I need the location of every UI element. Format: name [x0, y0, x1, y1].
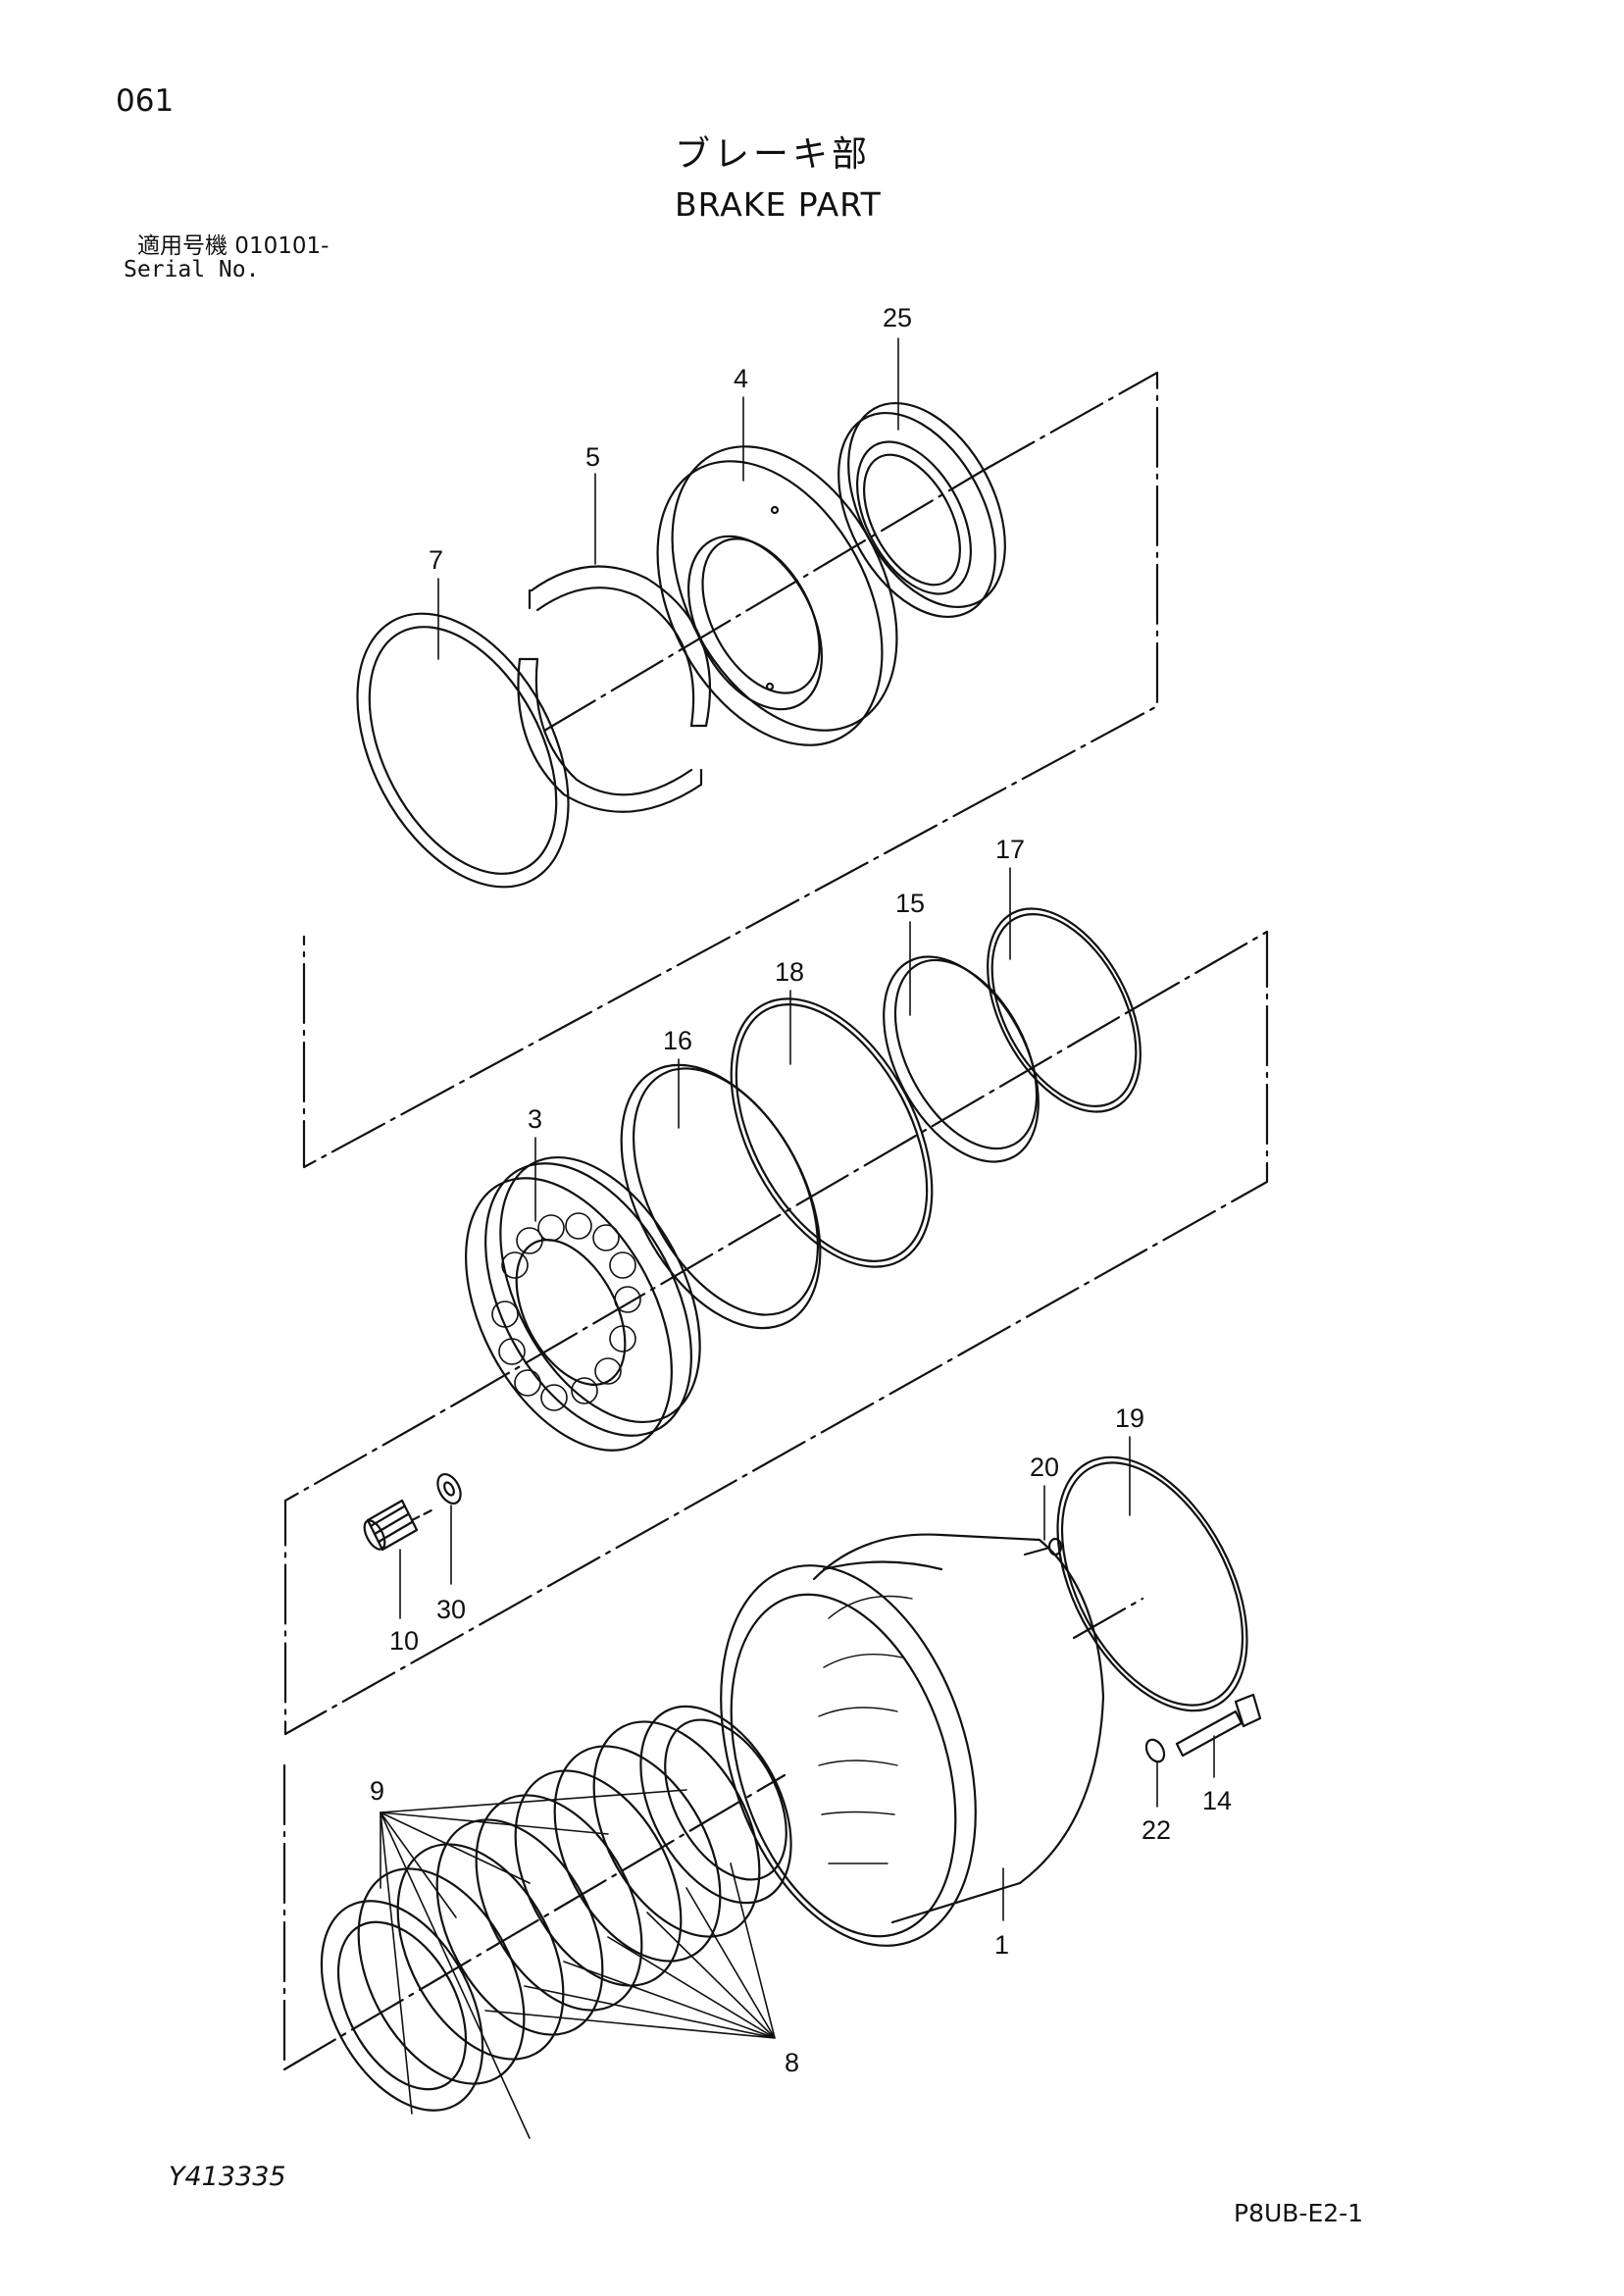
callout-1: 1: [994, 1930, 1009, 1960]
callout-30: 30: [436, 1595, 466, 1624]
part-4-retainer: [656, 445, 898, 746]
piston-spring-holes: [491, 1212, 641, 1411]
part-7-ring: [356, 612, 570, 889]
part-5-split-ring: [517, 565, 712, 813]
callout-25: 25: [883, 303, 912, 332]
part-14-bolt: [1175, 1693, 1262, 1758]
callout-9: 9: [370, 1776, 384, 1806]
part-18-o-ring: [730, 997, 934, 1268]
callout-4: 4: [734, 364, 748, 393]
callout-20: 20: [1030, 1453, 1059, 1482]
page-number: 061: [116, 83, 175, 119]
callout-labels: 25 4 5 7 17 15 18 16 3 10 30 19 20 14 22…: [370, 303, 1232, 2077]
group-frame-top: [302, 371, 1159, 1169]
callout-8: 8: [785, 2048, 799, 2077]
callout-14: 14: [1202, 1786, 1232, 1815]
callout-17: 17: [995, 835, 1025, 864]
callout-10: 10: [389, 1626, 419, 1656]
part-22-washer: [1144, 1738, 1166, 1763]
part-30-washer: [436, 1473, 462, 1505]
serial-label-english: Serial No.: [124, 257, 260, 282]
title-english: BRAKE PART: [675, 185, 882, 224]
figure-reference: Y413335: [169, 2162, 286, 2192]
callout-7: 7: [429, 545, 443, 575]
callout-16: 16: [663, 1026, 692, 1055]
callout-22: 22: [1142, 1815, 1171, 1845]
part-3-piston: [465, 1155, 701, 1452]
callout-3: 3: [528, 1104, 542, 1134]
part-10-spring: [363, 1499, 433, 1552]
part-17-o-ring: [987, 907, 1142, 1113]
serial-label-japanese: 適用号機 010101-: [137, 233, 330, 259]
leader-lines: [380, 337, 1215, 2139]
callout-5: 5: [585, 442, 600, 472]
callout-18: 18: [775, 957, 804, 987]
top-centerline: [542, 469, 985, 733]
part-19-o-ring: [1056, 1455, 1248, 1712]
part-16-ring: [620, 1063, 822, 1330]
callout-19: 19: [1115, 1403, 1144, 1433]
part-15-ring: [883, 955, 1040, 1163]
bottom-centerline: [282, 1546, 1144, 2071]
part-25-seal: [837, 401, 1006, 619]
group-frame-middle: [283, 930, 1269, 1736]
part-1-housing: [720, 1533, 1105, 1947]
title-japanese: ブレーキ部: [675, 134, 872, 175]
middle-centerline: [456, 1010, 1130, 1404]
page-code: P8UB-E2-1: [1234, 2199, 1364, 2227]
callout-15: 15: [895, 889, 925, 918]
